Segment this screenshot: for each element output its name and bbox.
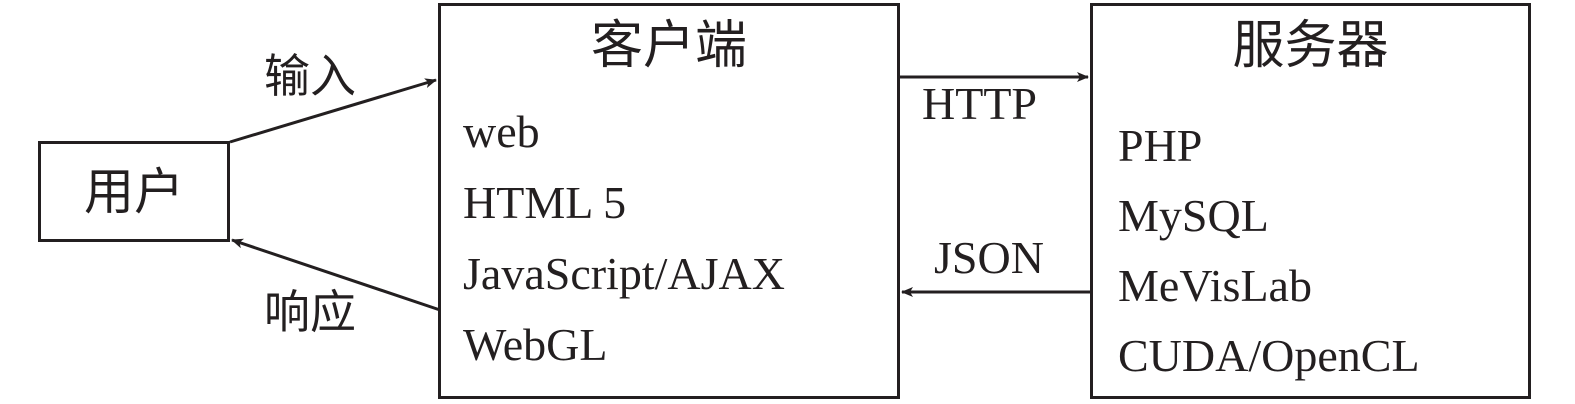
server-box: 服务器 PHP MySQL MeVisLab CUDA/OpenCL [1090, 3, 1531, 399]
input-label: 输入 [264, 49, 356, 103]
server-item-mevislab: MeVisLab [1118, 260, 1312, 311]
server-item-php: PHP [1118, 120, 1203, 171]
client-title: 客户端 [590, 16, 747, 76]
response-arrow [231, 238, 441, 312]
response-label: 响应 [264, 285, 356, 339]
http-label: HTTP [922, 78, 1037, 129]
client-box: 客户端 web HTML 5 JavaScript/AJAX WebGL [438, 3, 900, 399]
input-arrow [229, 78, 437, 144]
client-item-html5: HTML 5 [463, 177, 627, 228]
user-box: 用户 [38, 141, 230, 242]
client-item-javascript-ajax: JavaScript/AJAX [463, 248, 785, 299]
server-item-mysql: MySQL [1118, 190, 1269, 241]
client-item-web: web [463, 106, 540, 157]
client-item-webgl: WebGL [463, 319, 608, 370]
user-label: 用户 [84, 163, 184, 221]
server-title: 服务器 [1232, 16, 1389, 76]
server-item-cuda-opencl: CUDA/OpenCL [1118, 330, 1420, 381]
json-label: JSON [934, 232, 1044, 283]
